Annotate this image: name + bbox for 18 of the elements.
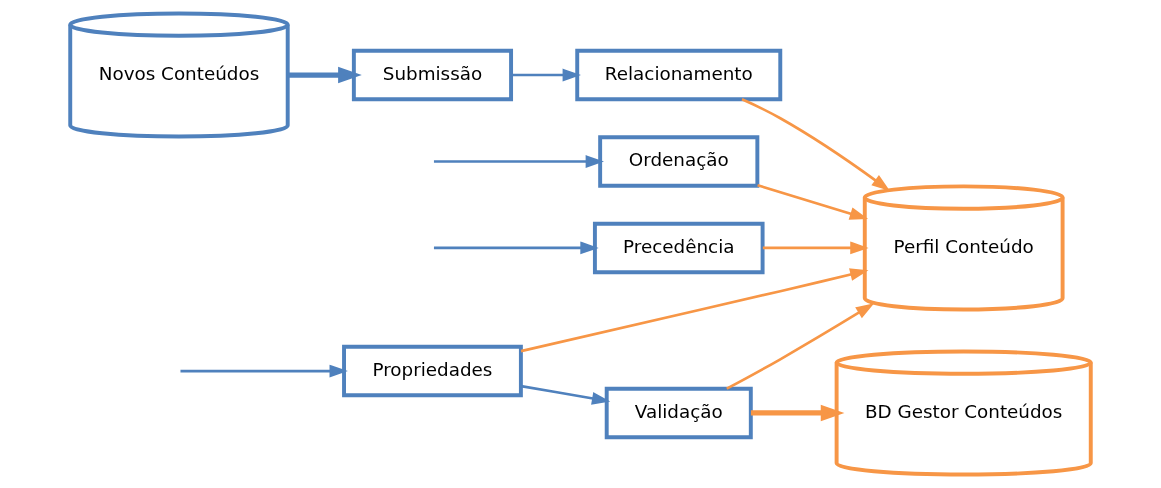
arrow: [762, 241, 869, 255]
node-box: Ordenação: [598, 135, 760, 188]
arrow: [520, 384, 611, 405]
arrow: [433, 155, 604, 168]
arrow: [750, 404, 845, 422]
node-box: Propriedades: [342, 344, 523, 398]
arrow: [180, 364, 348, 378]
arrow: [757, 183, 869, 220]
arrow: [520, 268, 869, 353]
node-box: Validação: [604, 386, 753, 440]
arrow: [433, 241, 599, 255]
arrow: [511, 68, 581, 82]
arrow: [741, 98, 890, 191]
arrow: [726, 303, 875, 390]
node-box: Submissão: [351, 48, 514, 102]
node-box: Precedência: [592, 221, 765, 275]
node-box: Relacionamento: [575, 48, 783, 102]
arrow: [287, 66, 362, 84]
